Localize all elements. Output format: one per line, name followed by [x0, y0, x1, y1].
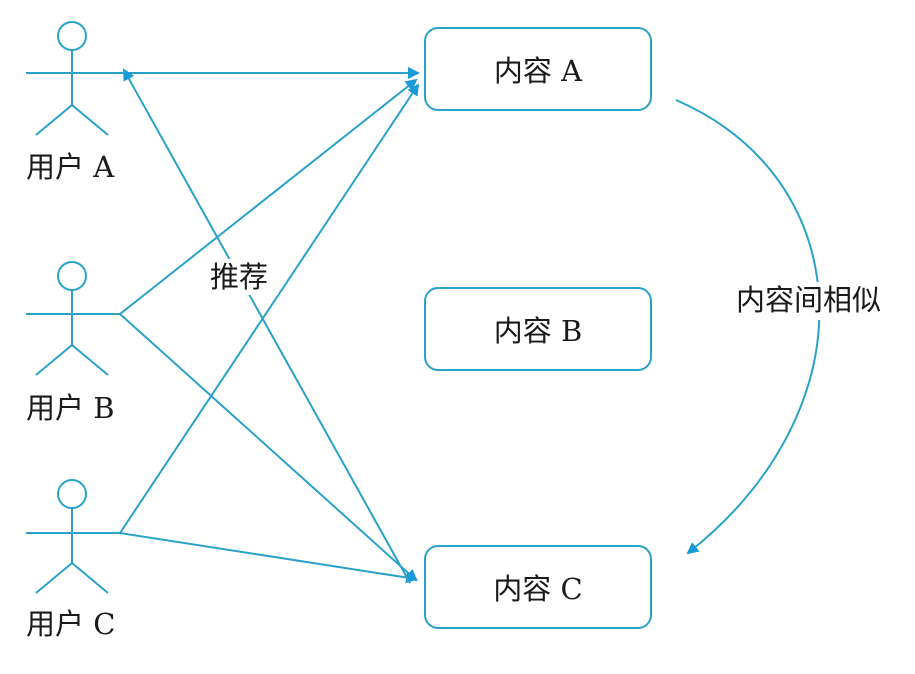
content-c-label: 内容 C [493, 572, 583, 606]
user-a-figure-icon [26, 21, 120, 136]
edge-similarity-content-a-content-c [675, 99, 821, 555]
user-a-label: 用户 A [26, 150, 115, 184]
content-b-box: 内容 B [424, 287, 652, 371]
edge-user-b-content-a [119, 78, 418, 315]
similarity-label-backdrop [734, 282, 902, 320]
similarity-label: 内容间相似 [736, 283, 882, 317]
user-c-figure-icon [26, 479, 120, 594]
content-a-box: 内容 A [424, 27, 652, 111]
user-b-figure-icon [26, 261, 120, 376]
recommend-label-backdrop [206, 259, 278, 295]
user-c-label: 用户 C [26, 607, 116, 641]
content-c-box: 内容 C [424, 545, 652, 629]
recommend-label: 推荐 [210, 260, 269, 294]
content-b-label: 内容 B [493, 314, 583, 348]
edge-user-b-content-c [119, 313, 418, 582]
edge-user-c-content-a [119, 83, 420, 534]
edge-recommend-content-c-user-a [123, 68, 411, 584]
content-a-label: 内容 A [493, 54, 583, 88]
user-b-label: 用户 B [26, 391, 115, 425]
edge-user-c-content-c [119, 532, 418, 584]
